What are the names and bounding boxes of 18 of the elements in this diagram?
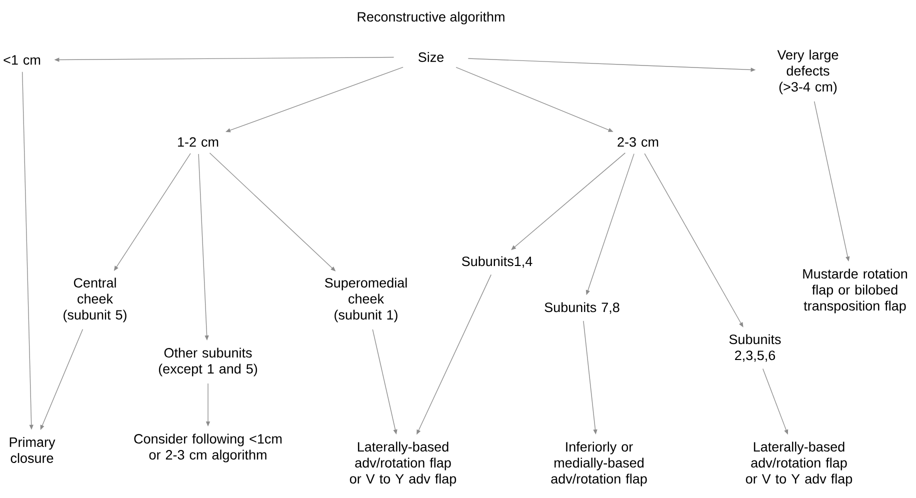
- flow-text: Primary closure: [10, 437, 56, 463]
- title: Reconstructive algorithm: [358, 12, 504, 24]
- flow-text: Subunits1,4: [462, 256, 532, 268]
- flow-text: Subunits 2,3,5,6: [729, 334, 781, 362]
- flow-text: Consider following <1cm or 2-3 cm algorithm: [134, 434, 282, 462]
- flow-text: Subunits 7,8: [544, 302, 620, 314]
- flow-text: Size: [418, 52, 444, 62]
- flow-text: 1-2 cm: [178, 137, 218, 147]
- flow-text: <1 cm: [4, 55, 40, 65]
- flow-text: 2-3 cm: [618, 137, 658, 147]
- flow-text: Superomedial cheek (subunit 1): [324, 278, 407, 322]
- flow-text: Very large defects (>3-4 cm): [777, 50, 838, 94]
- flow-text: Other subunits (except 1 and 5): [158, 348, 258, 376]
- flow-text: Laterally-based adv/rotation flap or V to Y adv flap: [350, 442, 456, 486]
- flow-text: Laterally-based adv/rotation flap or V to Y adv flap: [746, 442, 852, 486]
- flow-text: Inferiorly or medially-based adv/rotation flap: [551, 442, 647, 486]
- flow-text: Central cheek (subunit 5): [64, 278, 126, 322]
- flow-text: Mustarde rotation flap or bilobed transposition flap: [803, 268, 907, 314]
